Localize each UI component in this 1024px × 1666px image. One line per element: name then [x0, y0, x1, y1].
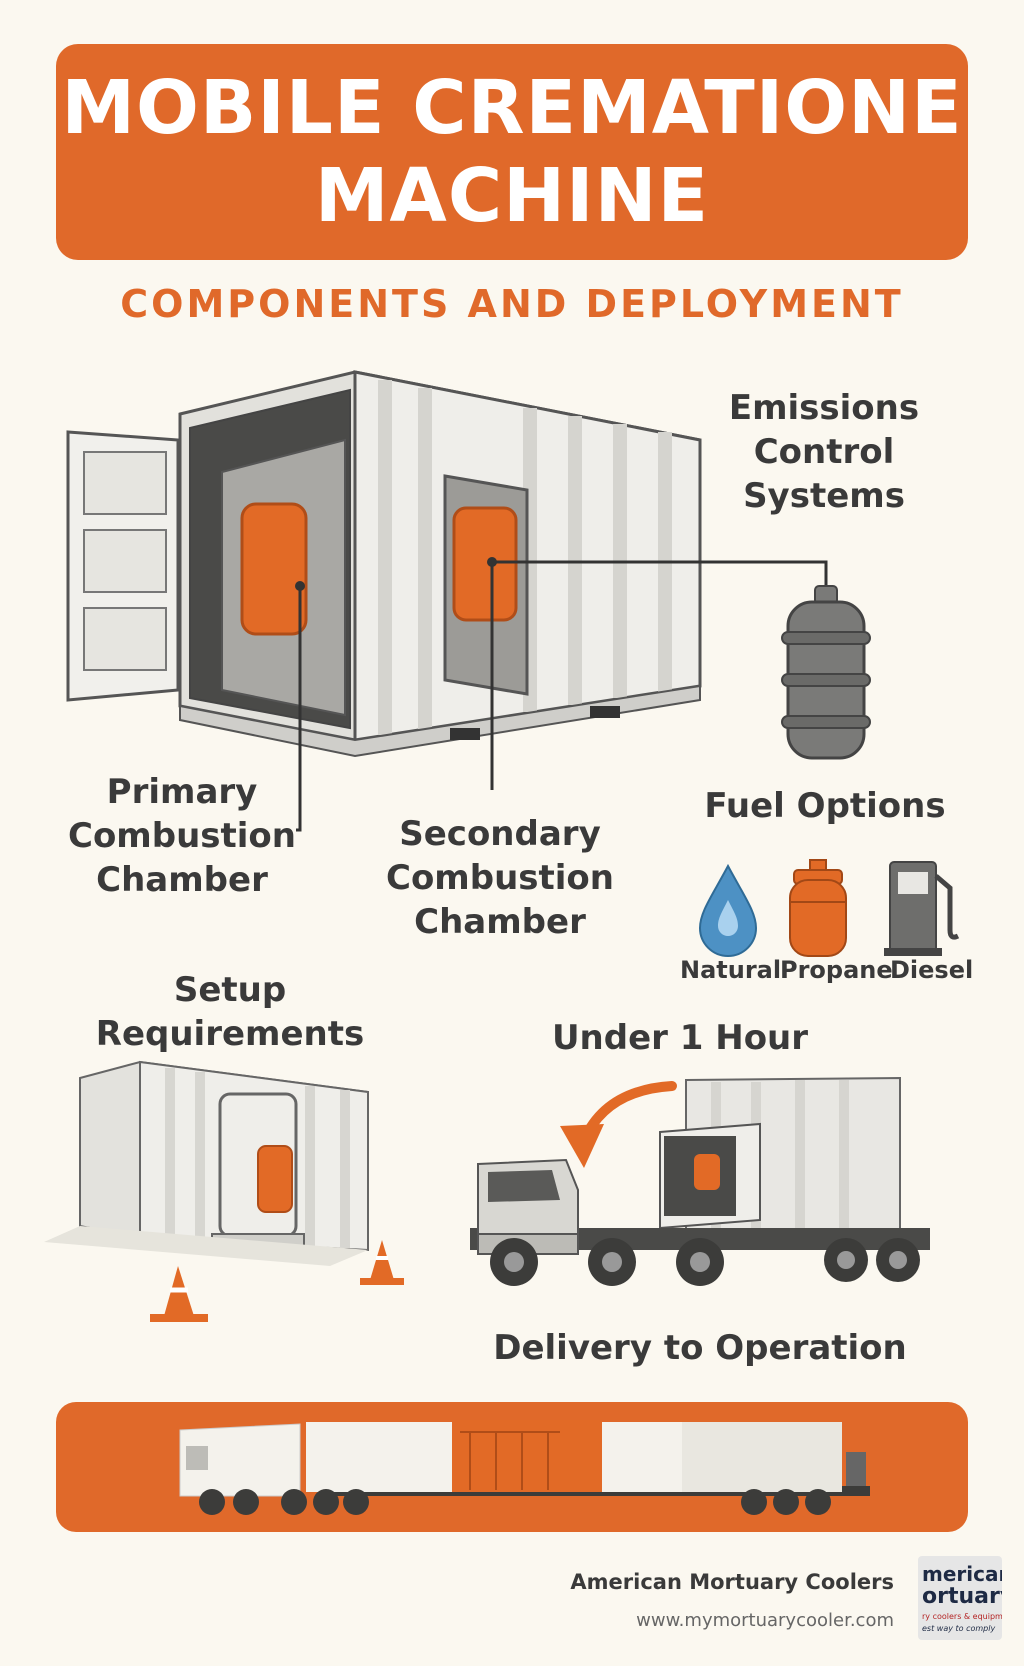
setup-label-line1: Setup [173, 970, 287, 1010]
logo-line1: merican [922, 1562, 1002, 1586]
emissions-label-line1: Emissions [728, 388, 920, 428]
fuel-options-title: Fuel Options [704, 786, 946, 826]
emissions-label-line2: Control [753, 432, 895, 472]
setup-label-line2: Requirements [95, 1014, 365, 1054]
primary-label-line3: Chamber [96, 860, 268, 900]
delivery-truck [470, 1076, 930, 1286]
secondary-label-line2: Combustion [386, 858, 614, 898]
primary-chamber-label: Primary Combustion Chamber [52, 770, 312, 902]
fuel-option-propane: Propane [780, 956, 893, 984]
secondary-chamber-label: Secondary Combustion Chamber [370, 812, 630, 944]
container-body [178, 370, 702, 758]
water-drop-icon [698, 863, 758, 957]
page-subtitle: COMPONENTS AND DEPLOYMENT [120, 282, 904, 326]
page-title-line1: MOBILE CREMATIONE [61, 65, 963, 151]
emissions-tank-icon [781, 585, 871, 760]
secondary-label-line3: Chamber [414, 902, 586, 942]
emissions-label: Emissions Control Systems [714, 386, 934, 518]
logo-line2: ortuary [922, 1584, 1002, 1609]
fuel-option-diesel: Diesel [890, 956, 974, 984]
delivery-time-label: Under 1 Hour [551, 1018, 809, 1058]
secondary-label-line1: Secondary [399, 814, 601, 854]
curved-arrow-icon [560, 1081, 677, 1168]
company-logo: merican ortuary ry coolers & equipment e… [918, 1556, 1002, 1640]
fuel-pump-icon [884, 861, 960, 956]
primary-label-line1: Primary [106, 772, 258, 812]
fuel-option-natural: Natural [680, 956, 782, 984]
open-door [66, 430, 180, 702]
title-banner: MOBILE CREMATIONE MACHINE [56, 44, 968, 260]
footer-company-name: American Mortuary Coolers [570, 1570, 894, 1594]
setup-requirements-label: Setup Requirements [90, 968, 370, 1056]
logo-line3: ry coolers & equipment [922, 1612, 1002, 1621]
delivery-caption: Delivery to Operation [493, 1328, 907, 1368]
logo-line4: est way to comply [922, 1624, 996, 1633]
setup-container [44, 1060, 369, 1266]
footer-url[interactable]: www.mymortuarycooler.com [636, 1610, 894, 1631]
primary-label-line2: Combustion [68, 816, 296, 856]
leader-lines [296, 560, 828, 832]
emissions-label-line3: Systems [743, 476, 905, 516]
propane-tank-icon [789, 859, 847, 957]
traffic-cone-icon [150, 1266, 208, 1322]
page-title-line2: MACHINE [314, 153, 710, 239]
traffic-cone-icon [360, 1240, 404, 1285]
